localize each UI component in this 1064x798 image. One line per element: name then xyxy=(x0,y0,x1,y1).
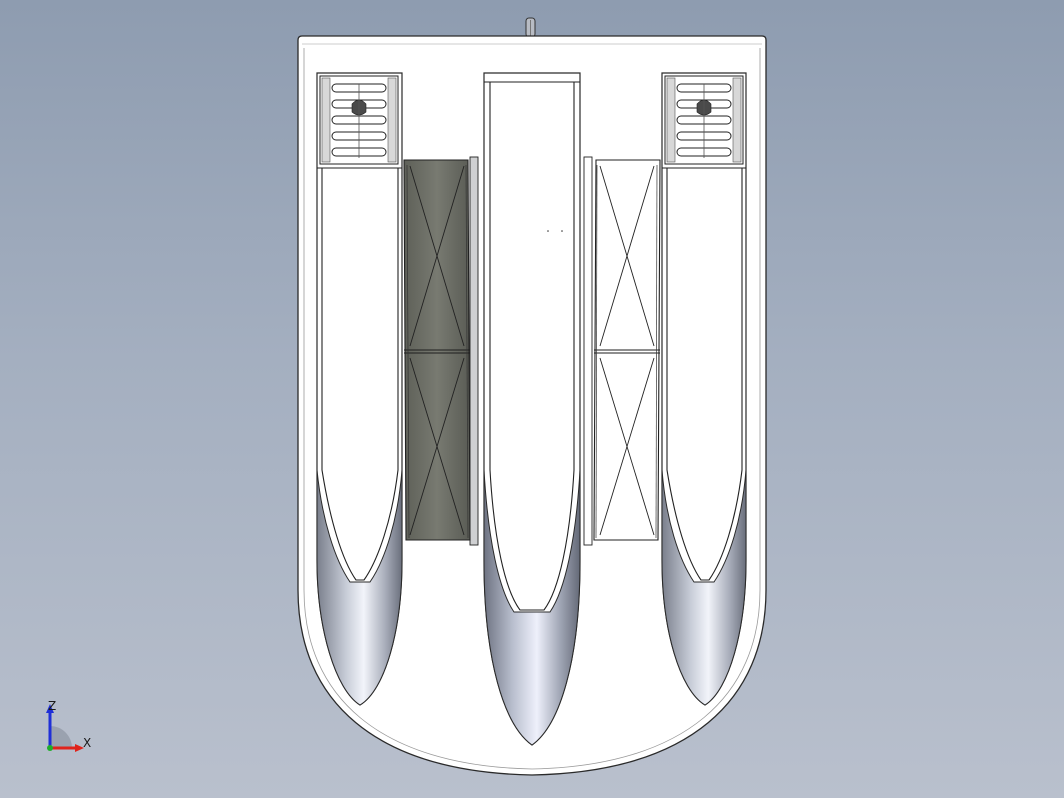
sketch-point xyxy=(561,230,563,232)
left-pontoon xyxy=(316,72,403,706)
right-pontoon xyxy=(661,72,747,706)
left-vent-grille xyxy=(319,75,399,165)
right-vent-grille xyxy=(664,75,744,165)
orientation-triad[interactable]: Z X xyxy=(38,696,108,766)
sketch-point xyxy=(547,230,549,232)
right-side-panel xyxy=(583,156,661,546)
mount-pin xyxy=(525,17,536,38)
z-axis-label: Z xyxy=(48,699,56,713)
center-pontoon xyxy=(483,72,581,746)
left-side-panel xyxy=(403,156,479,546)
x-axis-label: X xyxy=(83,736,91,750)
y-axis-dot xyxy=(47,745,53,751)
